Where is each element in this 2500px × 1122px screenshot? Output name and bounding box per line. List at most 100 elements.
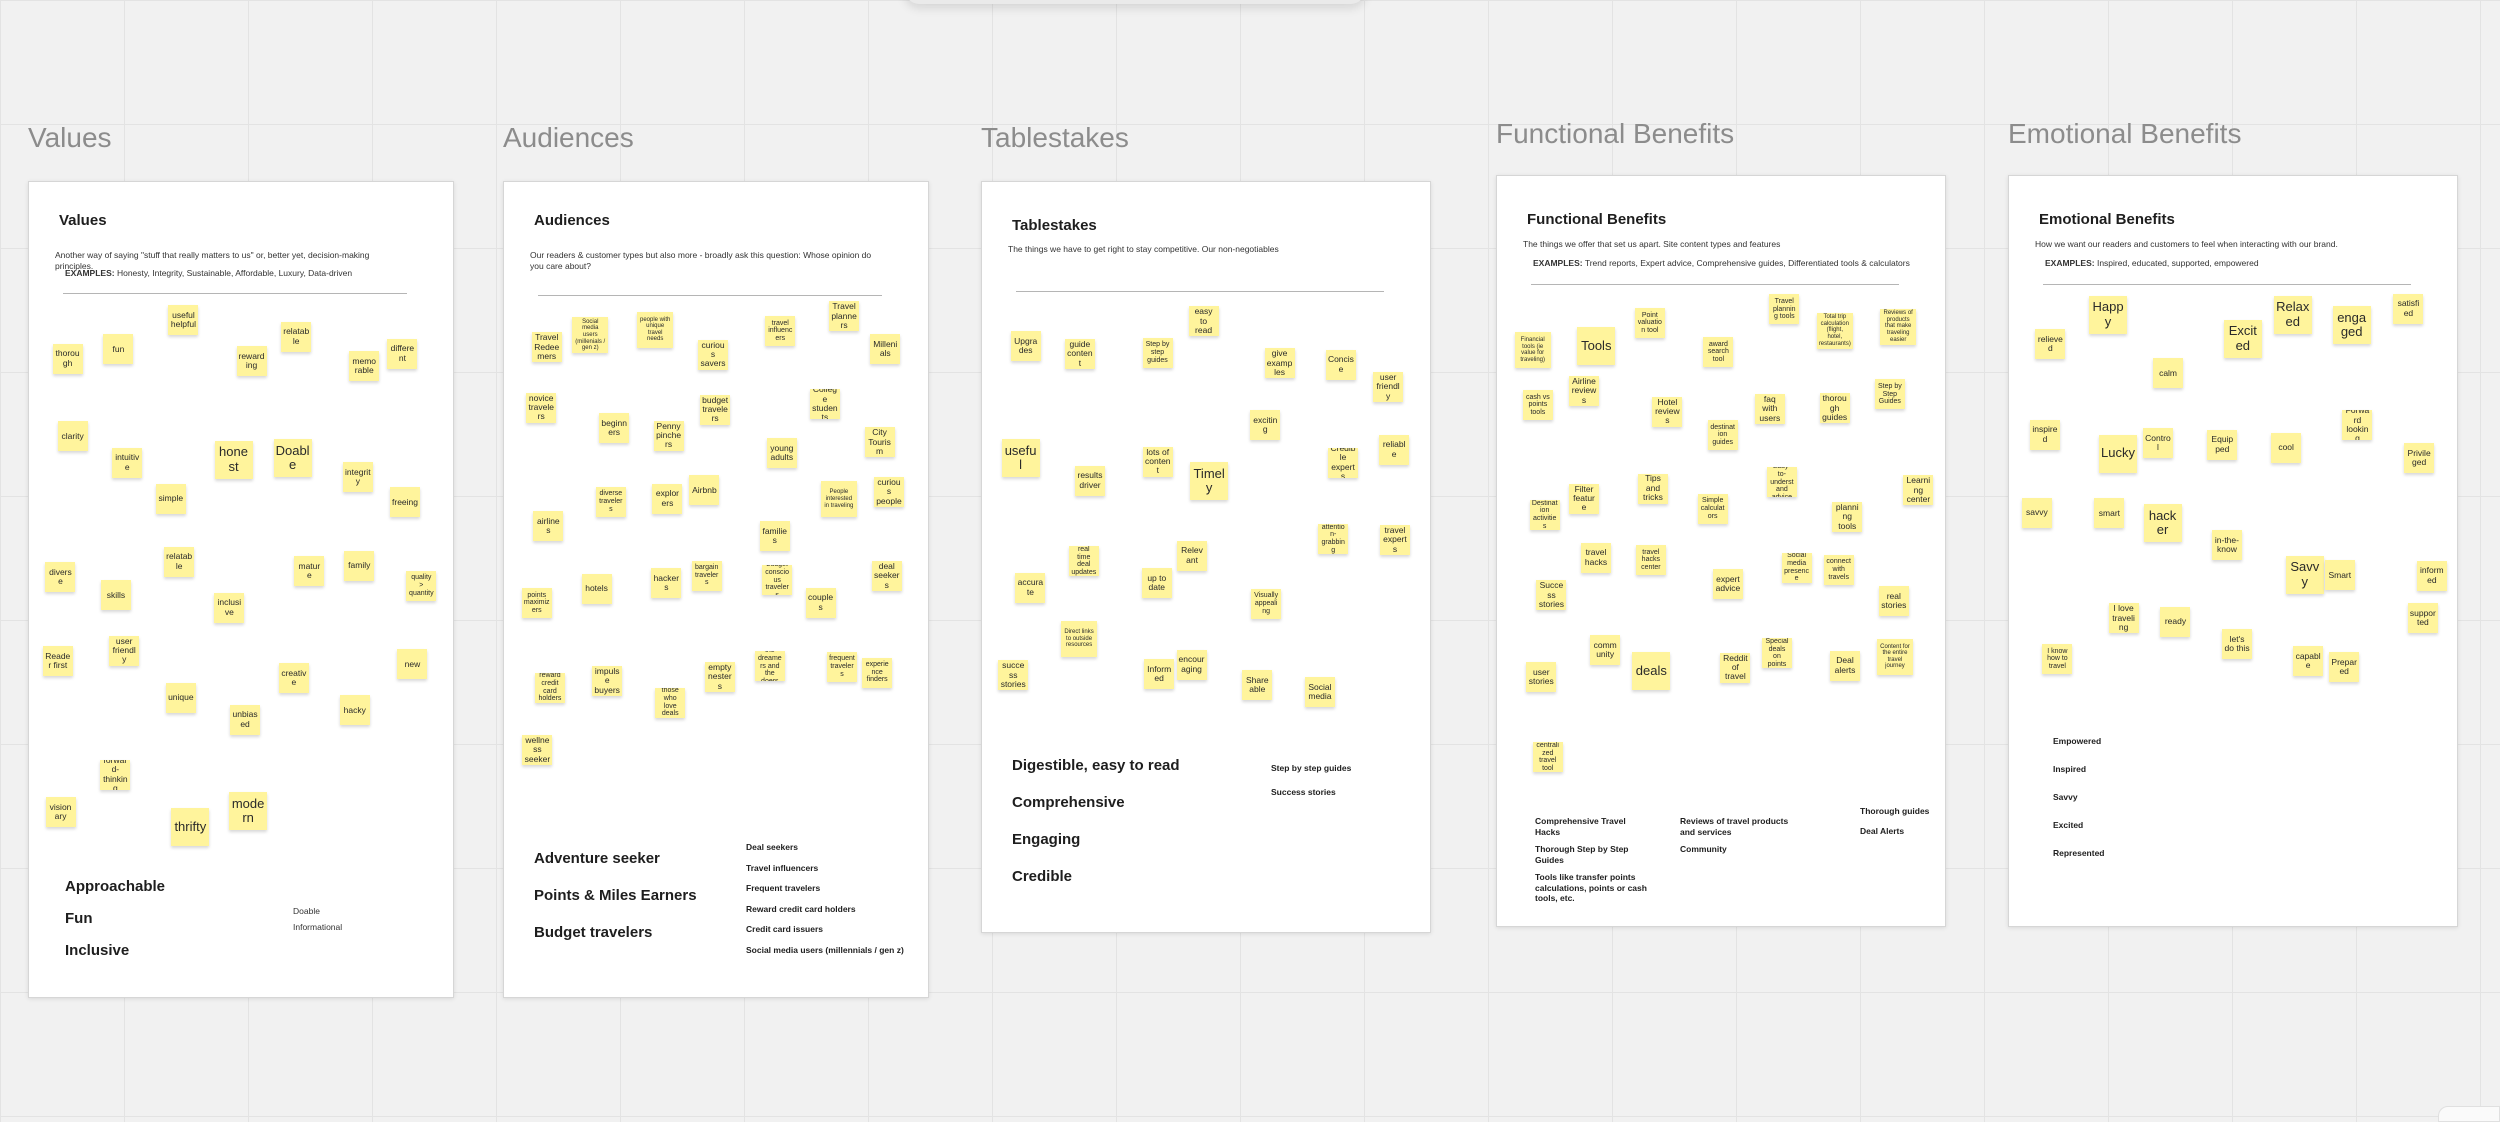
- sticky-note[interactable]: results driver: [1075, 465, 1106, 496]
- sticky-note[interactable]: beginners: [599, 413, 630, 444]
- sticky-note[interactable]: inclusive: [214, 592, 245, 623]
- sticky-note[interactable]: Social media: [1304, 676, 1335, 707]
- sticky-note[interactable]: award search tool: [1703, 337, 1734, 368]
- sticky-note[interactable]: guide content: [1064, 338, 1095, 369]
- sticky-note[interactable]: Control: [2142, 428, 2173, 459]
- sticky-note[interactable]: explorers: [652, 483, 683, 514]
- sticky-note[interactable]: expert advice: [1712, 568, 1743, 599]
- sticky-note[interactable]: easy to read: [1188, 306, 1219, 337]
- sticky-note[interactable]: People interested in traveling: [820, 481, 857, 518]
- sticky-note[interactable]: intuitive: [112, 447, 143, 478]
- sticky-note[interactable]: integrity: [342, 462, 373, 493]
- sticky-note[interactable]: Social media users (millenials / gen z): [572, 317, 609, 354]
- sticky-note[interactable]: points maximizers: [521, 588, 552, 619]
- sticky-note[interactable]: Upgrades: [1010, 331, 1041, 362]
- sticky-note[interactable]: real stories: [1878, 586, 1909, 617]
- sticky-note[interactable]: forward-thinking: [100, 759, 131, 790]
- sticky-note[interactable]: Penny pinchers: [653, 420, 684, 451]
- sticky-note[interactable]: encouraging: [1176, 649, 1207, 680]
- sticky-note[interactable]: Social media presence: [1781, 552, 1812, 583]
- sticky-note[interactable]: visionary: [45, 797, 76, 828]
- sticky-note[interactable]: hackers: [651, 568, 682, 599]
- sticky-note[interactable]: people with unique travel needs: [637, 311, 674, 348]
- sticky-note[interactable]: relatable: [164, 546, 195, 577]
- sticky-note[interactable]: Prepared: [2329, 652, 2360, 683]
- sticky-note[interactable]: frequent travelers: [826, 651, 857, 682]
- sticky-note[interactable]: novice travelers: [526, 392, 557, 423]
- sticky-note[interactable]: Airline reviews: [1568, 375, 1599, 406]
- sticky-note[interactable]: hacky: [339, 695, 370, 726]
- sticky-note[interactable]: thrifty: [171, 807, 210, 846]
- sticky-note[interactable]: Millenials: [870, 334, 901, 365]
- sticky-note[interactable]: Success stories: [1536, 580, 1567, 611]
- sticky-note[interactable]: real time deal updates: [1068, 546, 1099, 577]
- sticky-note[interactable]: supported: [2407, 602, 2438, 633]
- sticky-note[interactable]: City Tourism: [864, 427, 895, 458]
- sticky-note[interactable]: user stories: [1526, 662, 1557, 693]
- sticky-note[interactable]: user friendly: [109, 635, 140, 666]
- minimap-toggle[interactable]: [2438, 1106, 2500, 1122]
- sticky-note[interactable]: Deal alerts: [1830, 650, 1861, 681]
- sticky-note[interactable]: planning tools: [1832, 502, 1863, 533]
- sticky-note[interactable]: satisfied: [2393, 293, 2424, 324]
- sticky-note[interactable]: impulse buyers: [592, 666, 623, 697]
- sticky-note[interactable]: quality > quantity: [406, 570, 437, 601]
- sticky-note[interactable]: curious savers: [698, 339, 729, 370]
- sticky-note[interactable]: deals: [1632, 652, 1671, 691]
- sticky-note[interactable]: travel experts: [1379, 525, 1410, 556]
- sticky-note[interactable]: airlines: [533, 511, 564, 542]
- sticky-note[interactable]: reliable: [1379, 434, 1410, 465]
- sticky-note[interactable]: Timely: [1190, 462, 1229, 501]
- sticky-note[interactable]: inspired: [2029, 419, 2060, 450]
- sticky-note[interactable]: family: [344, 550, 375, 581]
- sticky-note[interactable]: memorable: [349, 351, 380, 382]
- sticky-note[interactable]: Airbnb: [689, 475, 720, 506]
- sticky-note[interactable]: Shareable: [1242, 670, 1273, 701]
- sticky-note[interactable]: unbiased: [230, 704, 261, 735]
- sticky-note[interactable]: Forward looking: [2342, 409, 2373, 440]
- frame-label-functional[interactable]: Functional Benefits: [1496, 118, 1735, 149]
- sticky-note[interactable]: Travel planners: [829, 301, 860, 332]
- sticky-note[interactable]: Learning center: [1903, 475, 1934, 506]
- sticky-note[interactable]: unique: [165, 682, 196, 713]
- sticky-note[interactable]: travel influencers: [765, 316, 796, 347]
- sticky-note[interactable]: Credible experts: [1328, 447, 1358, 478]
- sticky-note[interactable]: calm: [2153, 358, 2184, 389]
- sticky-note[interactable]: rewarding: [236, 346, 267, 377]
- sticky-note[interactable]: simple: [155, 483, 186, 514]
- sticky-note[interactable]: attention-grabbing: [1318, 523, 1349, 554]
- sticky-note[interactable]: relieved: [2035, 329, 2066, 359]
- sticky-note[interactable]: deal seekers: [871, 560, 902, 591]
- frame-label-emotional[interactable]: Emotional Benefits: [2008, 118, 2242, 149]
- sticky-note[interactable]: I know how to travel: [2042, 644, 2073, 675]
- sticky-note[interactable]: thorough: [52, 343, 83, 374]
- sticky-note[interactable]: destination guides: [1707, 420, 1738, 451]
- sticky-note[interactable]: capable: [2293, 646, 2324, 677]
- sticky-note[interactable]: Informed: [1144, 659, 1175, 690]
- sticky-note[interactable]: thorough guides: [1819, 393, 1850, 424]
- sticky-note[interactable]: fun: [103, 334, 134, 365]
- sticky-note[interactable]: Financial tools (ie value for traveling): [1514, 332, 1551, 369]
- sticky-note[interactable]: Step by Step Guides: [1874, 379, 1905, 410]
- sticky-note[interactable]: reward credit card holders: [534, 672, 565, 703]
- sticky-note[interactable]: those who love deals: [655, 687, 686, 718]
- sticky-note[interactable]: success stories: [998, 660, 1029, 691]
- sticky-note[interactable]: hacker: [2143, 503, 2182, 542]
- sticky-note[interactable]: modern: [229, 791, 268, 830]
- sticky-note[interactable]: diverse travelers: [595, 486, 626, 517]
- sticky-note[interactable]: give examples: [1264, 348, 1295, 379]
- sticky-note[interactable]: Lucky: [2098, 434, 2137, 473]
- sticky-note[interactable]: cash vs points tools: [1522, 390, 1553, 421]
- sticky-note[interactable]: Happy: [2089, 295, 2128, 334]
- sticky-note[interactable]: centralized travel tool: [1532, 742, 1563, 773]
- sticky-note[interactable]: families: [759, 520, 790, 551]
- sticky-note[interactable]: Doable: [273, 438, 312, 477]
- sticky-note[interactable]: honest: [214, 440, 253, 479]
- sticky-note[interactable]: useful: [1001, 439, 1040, 478]
- frame-label-values[interactable]: Values: [28, 122, 112, 153]
- sticky-note[interactable]: engaged: [2332, 306, 2371, 345]
- sticky-note[interactable]: exciting: [1250, 410, 1281, 441]
